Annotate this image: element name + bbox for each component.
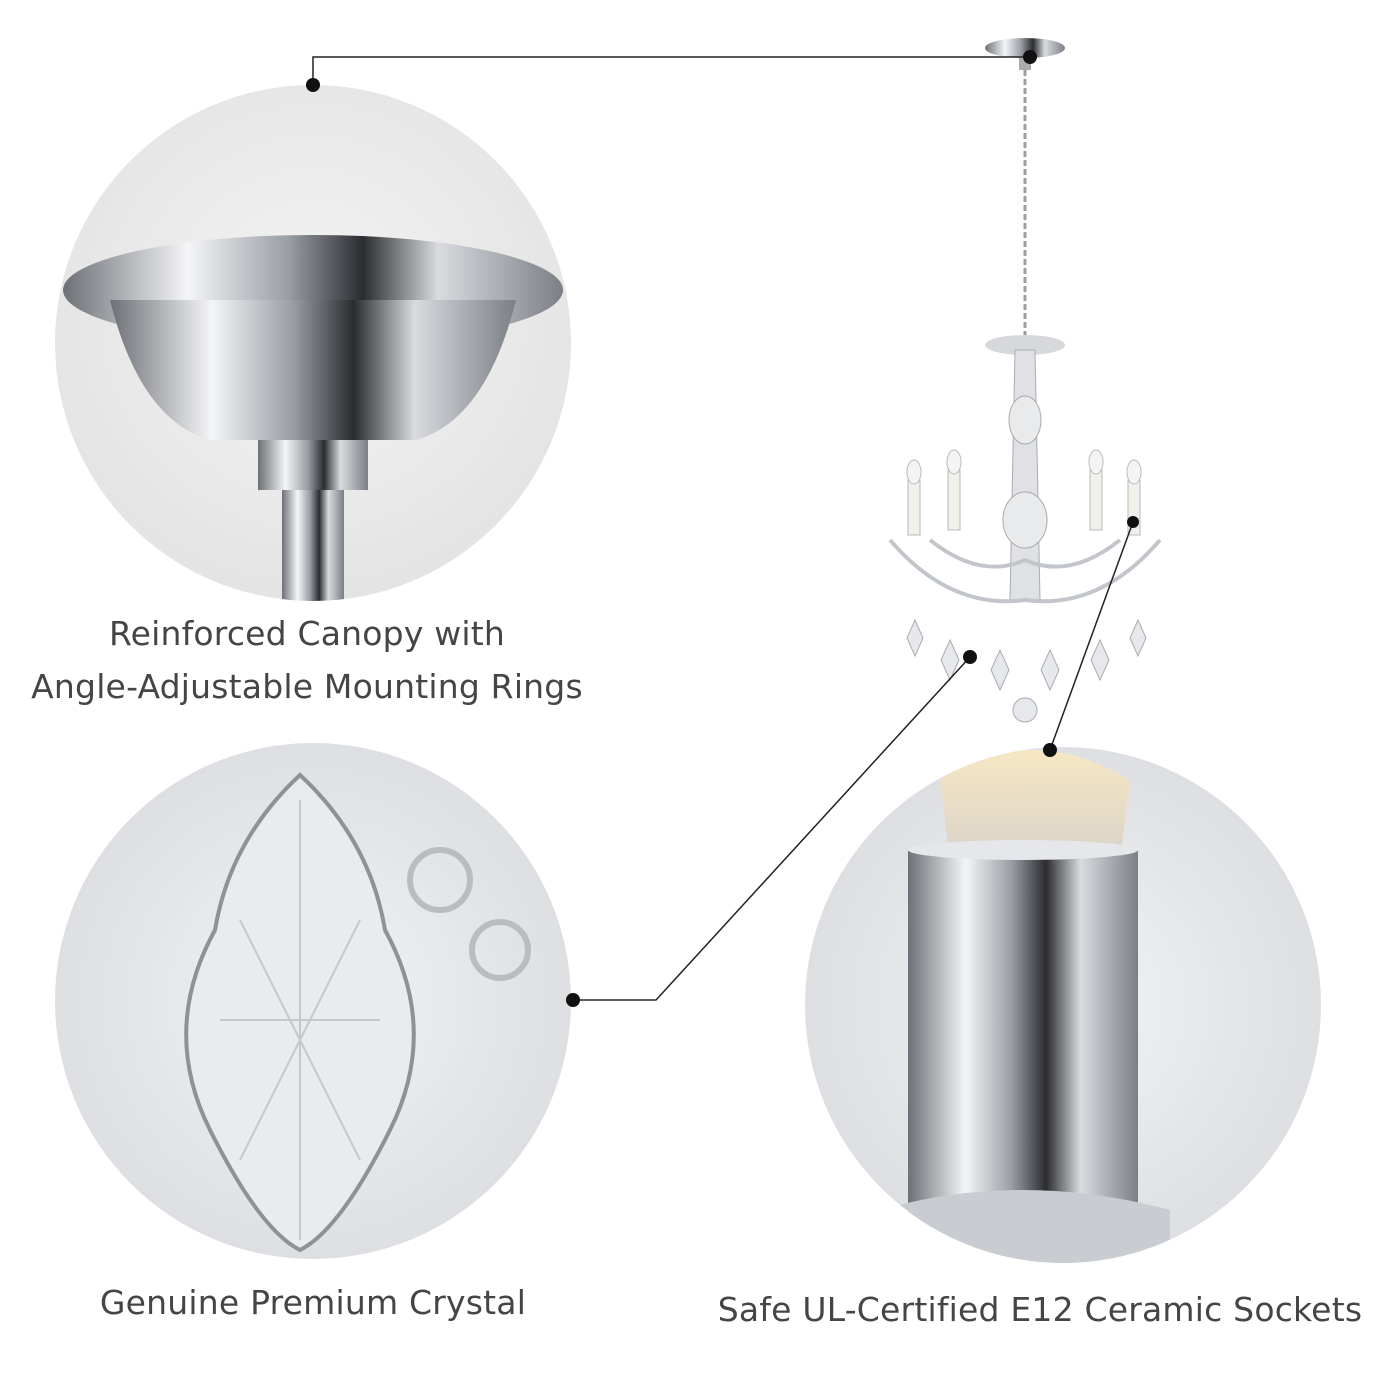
callout-canopy bbox=[312, 56, 1030, 85]
socket-detail-circle bbox=[805, 747, 1321, 1263]
callout-crystal bbox=[573, 656, 971, 1001]
callout-socket bbox=[1049, 521, 1134, 751]
callout-dot bbox=[566, 993, 580, 1007]
canopy-caption-line-1: Reinforced Canopy with bbox=[108, 614, 506, 653]
callout-dots bbox=[306, 50, 1139, 1007]
callout-dot bbox=[1127, 516, 1139, 528]
crystal-caption: Genuine Premium Crystal bbox=[99, 1283, 527, 1322]
canopy-detail-circle bbox=[55, 85, 571, 601]
chandelier-image bbox=[888, 38, 1162, 723]
socket-caption: Safe UL-Certified E12 Ceramic Sockets bbox=[717, 1290, 1363, 1329]
callout-dot bbox=[963, 650, 977, 664]
callout-dot bbox=[1023, 50, 1037, 64]
callout-dot bbox=[1043, 743, 1057, 757]
canopy-caption-line-2: Angle-Adjustable Mounting Rings bbox=[31, 667, 583, 706]
callout-dot bbox=[306, 78, 320, 92]
crystal-detail-circle bbox=[55, 743, 571, 1259]
